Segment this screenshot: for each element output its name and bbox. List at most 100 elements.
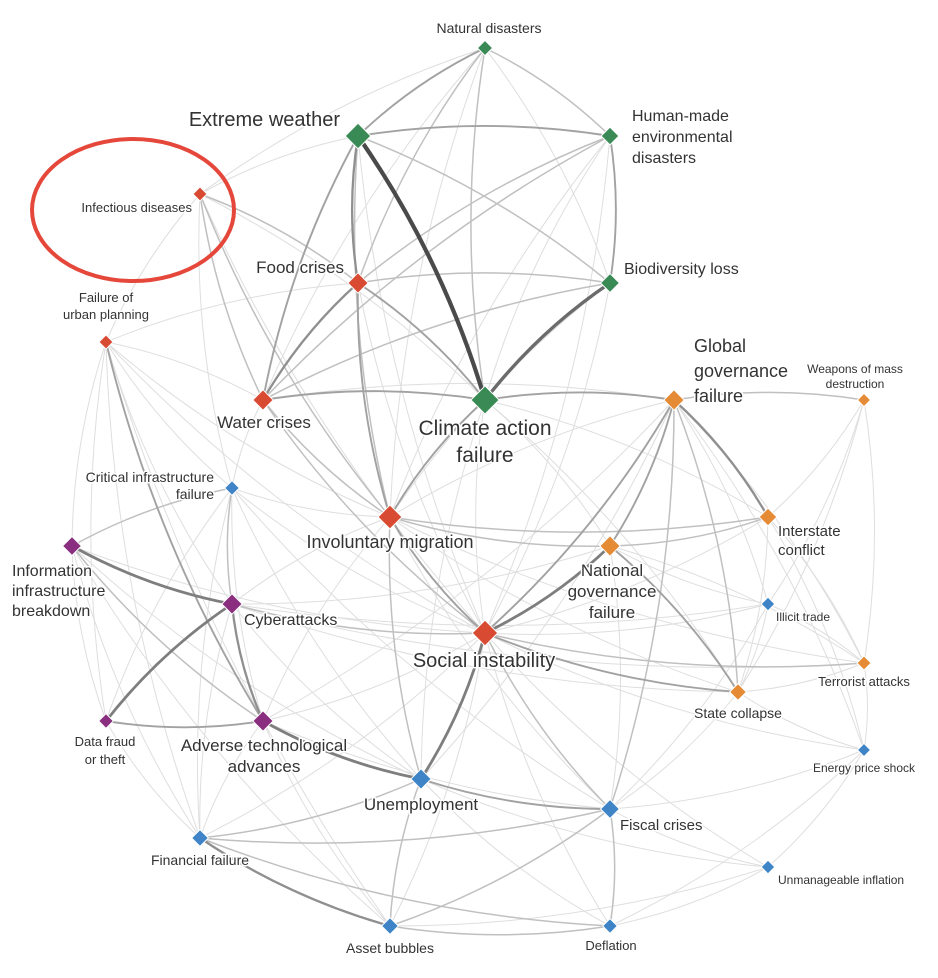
label-line: conflict bbox=[778, 542, 826, 559]
edge-biodiv-food bbox=[357, 272, 611, 284]
label-line: Natural disasters bbox=[436, 20, 541, 36]
label-line: Human-made bbox=[632, 108, 729, 125]
edge-humanmade-climate bbox=[484, 135, 611, 401]
node-energy[interactable] bbox=[856, 742, 872, 758]
label-line: Biodiversity loss bbox=[624, 261, 739, 278]
edge-asset-advtech bbox=[262, 720, 391, 927]
risk-nodes bbox=[61, 39, 872, 936]
node-infobreak[interactable] bbox=[61, 535, 83, 557]
node-unemployment[interactable] bbox=[410, 768, 432, 790]
edge-financial-asset bbox=[198, 836, 392, 928]
node-involuntary[interactable] bbox=[377, 504, 403, 530]
edge-interstate-wmd bbox=[767, 399, 865, 518]
edge-advtech-unemployment bbox=[261, 719, 423, 781]
label-line: Unmanageable inflation bbox=[778, 873, 904, 887]
label-line: breakdown bbox=[12, 603, 90, 620]
edge-social-deflation bbox=[484, 632, 611, 927]
label-line: advances bbox=[228, 757, 301, 776]
edge-interstate-social bbox=[484, 516, 769, 634]
edge-national-illicit bbox=[609, 545, 769, 605]
label-terrorist: Terrorist attacks bbox=[818, 674, 910, 689]
node-interstate[interactable] bbox=[758, 507, 778, 527]
label-food: Food crises bbox=[256, 258, 344, 277]
edge-extreme-water bbox=[262, 135, 359, 401]
edge-unemployment-inflation bbox=[420, 778, 769, 868]
node-advtech[interactable] bbox=[252, 710, 274, 732]
edge-extreme-infectious bbox=[199, 135, 359, 195]
node-natural[interactable] bbox=[476, 39, 494, 57]
node-biodiv[interactable] bbox=[599, 272, 621, 294]
edge-statecollapse-involuntary bbox=[389, 516, 739, 693]
node-statecollapse[interactable] bbox=[728, 682, 748, 702]
edge-energy-terrorist bbox=[863, 662, 868, 751]
label-line: Cyberattacks bbox=[244, 612, 337, 629]
node-extreme[interactable] bbox=[344, 122, 372, 150]
node-humanmade[interactable] bbox=[600, 126, 620, 146]
node-datafraud[interactable] bbox=[97, 712, 115, 730]
node-climate[interactable] bbox=[470, 385, 500, 415]
label-statecollapse: State collapse bbox=[694, 705, 782, 721]
label-line: Illicit trade bbox=[776, 610, 830, 624]
label-line: State collapse bbox=[694, 705, 782, 721]
edge-involuntary-fiscal bbox=[389, 516, 611, 810]
label-financial: Financial failure bbox=[151, 852, 249, 868]
edge-food-social bbox=[357, 282, 486, 634]
node-national[interactable] bbox=[599, 535, 621, 557]
edge-infectious-water bbox=[199, 193, 264, 401]
edge-natural-food bbox=[357, 47, 486, 284]
edge-extreme-social bbox=[357, 135, 486, 634]
node-asset[interactable] bbox=[380, 916, 400, 936]
edge-urban-food bbox=[105, 282, 359, 343]
edge-national-terrorist bbox=[609, 545, 865, 664]
edge-energy-statecollapse bbox=[737, 691, 865, 751]
label-line: Asset bubbles bbox=[346, 940, 434, 956]
label-line: failure bbox=[694, 386, 743, 406]
node-illicit[interactable] bbox=[760, 596, 776, 612]
label-fiscal: Fiscal crises bbox=[620, 817, 703, 834]
edge-infobreak-asset bbox=[71, 545, 391, 927]
edge-involuntary-climate bbox=[389, 399, 486, 518]
label-line: Food crises bbox=[256, 258, 344, 277]
edge-biodiv-involuntary bbox=[389, 282, 611, 518]
edge-involuntary-terrorist bbox=[389, 516, 865, 664]
node-deflation[interactable] bbox=[601, 917, 619, 935]
edge-social-energy bbox=[484, 632, 865, 751]
node-fiscal[interactable] bbox=[599, 798, 621, 820]
edge-infectious-involuntary bbox=[199, 193, 391, 518]
node-critinfra[interactable] bbox=[223, 479, 241, 497]
edge-fiscal-inflation bbox=[609, 808, 769, 868]
edge-national-interstate bbox=[609, 516, 769, 547]
edge-asset-deflation bbox=[389, 925, 611, 936]
label-line: governance bbox=[694, 361, 788, 381]
node-terrorist[interactable] bbox=[856, 655, 872, 671]
node-globalgov[interactable] bbox=[663, 389, 685, 411]
node-cyber[interactable] bbox=[221, 593, 243, 615]
label-line: Information bbox=[12, 563, 92, 580]
edge-globalgov-social bbox=[484, 399, 675, 634]
node-inflation[interactable] bbox=[760, 859, 776, 875]
edge-fiscal-deflation bbox=[609, 808, 616, 927]
edge-food-involuntary bbox=[356, 282, 391, 518]
label-line: Failure of bbox=[79, 290, 134, 305]
node-infectious[interactable] bbox=[192, 186, 208, 202]
edge-interstate-terrorist bbox=[767, 516, 865, 664]
node-wmd[interactable] bbox=[856, 392, 872, 408]
label-line: Deflation bbox=[585, 938, 636, 953]
edge-social-terrorist bbox=[484, 632, 865, 668]
edge-urban-advtech bbox=[105, 341, 264, 722]
node-financial[interactable] bbox=[190, 828, 210, 848]
edge-urban-datafraud bbox=[90, 341, 107, 722]
edge-national-statecollapse bbox=[609, 545, 739, 693]
node-water[interactable] bbox=[252, 389, 274, 411]
edge-terrorist-illicit bbox=[767, 603, 865, 664]
edge-globalgov-terrorist bbox=[673, 399, 865, 664]
node-social[interactable] bbox=[471, 619, 499, 647]
edge-asset-inflation bbox=[389, 866, 769, 927]
node-food[interactable] bbox=[347, 272, 369, 294]
node-urban[interactable] bbox=[98, 334, 114, 350]
